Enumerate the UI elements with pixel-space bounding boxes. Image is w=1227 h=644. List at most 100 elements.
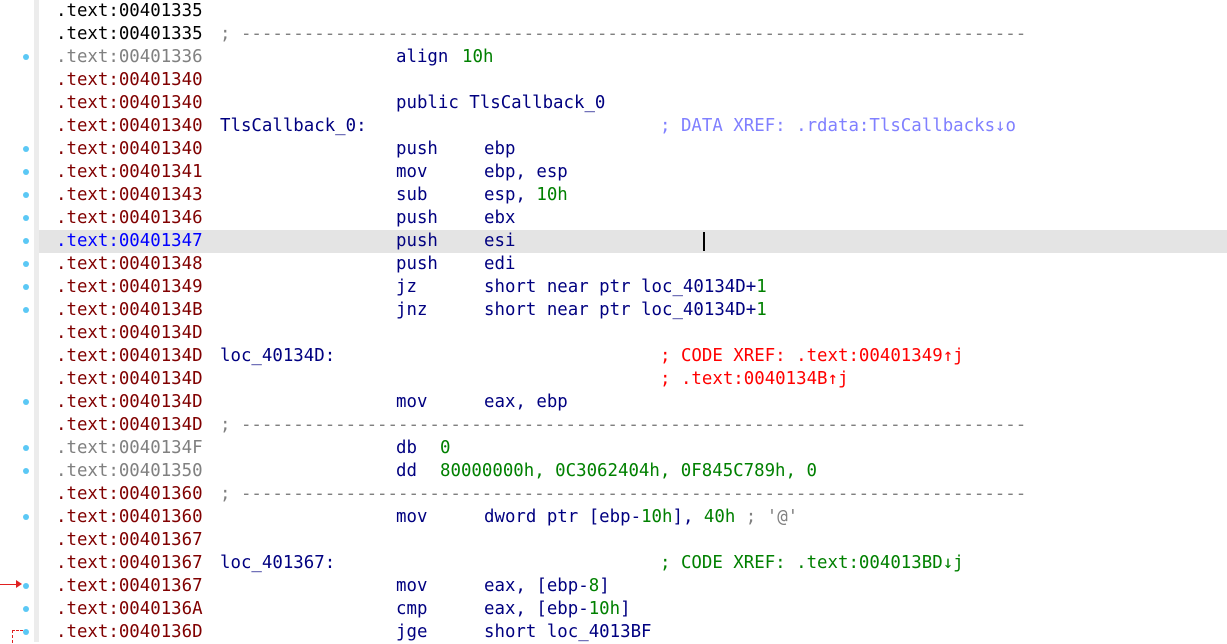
listing-row[interactable]: .text:0040134B jnz short near ptr loc_4013… bbox=[39, 299, 1227, 322]
address[interactable]: .text:00401347 bbox=[56, 231, 203, 251]
mnemonic[interactable]: jge bbox=[396, 622, 428, 642]
mnemonic[interactable]: db bbox=[396, 438, 417, 458]
listing-row[interactable]: .text:0040134D loc_40134D: ; CODE XREF: .t… bbox=[39, 345, 1227, 368]
code-label[interactable]: TlsCallback_0: bbox=[220, 116, 367, 136]
address[interactable]: .text:0040134D bbox=[56, 392, 203, 412]
mnemonic[interactable]: mov bbox=[396, 576, 428, 596]
operands[interactable]: 80000000h, 0C3062404h, 0F845C789h, 0 bbox=[440, 460, 817, 483]
operands[interactable]: ebp, esp bbox=[484, 161, 568, 184]
xref-comment[interactable]: ; CODE XREF: .text:004013BD↓j bbox=[660, 553, 964, 573]
listing-row[interactable]: .text:0040134D; ------------------------… bbox=[39, 414, 1227, 437]
mnemonic[interactable]: cmp bbox=[396, 599, 428, 619]
address[interactable]: .text:00401340 bbox=[56, 70, 203, 90]
breakpoint-dot-icon[interactable] bbox=[23, 215, 29, 221]
mnemonic[interactable]: push bbox=[396, 139, 438, 159]
address[interactable]: .text:00401340 bbox=[56, 139, 203, 159]
breakpoint-dot-icon[interactable] bbox=[23, 284, 29, 290]
mnemonic[interactable]: jz bbox=[396, 277, 417, 297]
mnemonic[interactable]: align bbox=[396, 47, 449, 67]
breakpoint-dot-icon[interactable] bbox=[23, 629, 29, 635]
address[interactable]: .text:00401348 bbox=[56, 254, 203, 274]
operands[interactable]: edi bbox=[484, 253, 515, 276]
listing-row[interactable]: .text:00401335 bbox=[39, 0, 1227, 23]
address[interactable]: .text:00401341 bbox=[56, 162, 203, 182]
breakpoint-dot-icon[interactable] bbox=[23, 146, 29, 152]
disassembly-listing[interactable]: .text:00401335.text:00401335; ----------… bbox=[39, 0, 1227, 644]
listing-row[interactable]: .text:00401340 bbox=[39, 69, 1227, 92]
address[interactable]: .text:00401350 bbox=[56, 461, 203, 481]
address[interactable]: .text:0040134B bbox=[56, 300, 203, 320]
breakpoint-dot-icon[interactable] bbox=[23, 307, 29, 313]
address[interactable]: .text:00401343 bbox=[56, 185, 203, 205]
xref-comment[interactable]: ; .text:0040134B↑j bbox=[660, 369, 849, 389]
address[interactable]: .text:00401335 bbox=[56, 24, 203, 44]
operands[interactable]: ebp bbox=[484, 138, 515, 161]
address[interactable]: .text:0040134D bbox=[56, 369, 203, 389]
listing-row[interactable]: .text:00401367 bbox=[39, 529, 1227, 552]
operands[interactable]: short near ptr loc_40134D+1 bbox=[484, 276, 767, 299]
breakpoint-dot-icon[interactable] bbox=[23, 238, 29, 244]
listing-row[interactable]: .text:00401341 mov ebp, esp bbox=[39, 161, 1227, 184]
breakpoint-dot-icon[interactable] bbox=[23, 54, 29, 60]
code-label[interactable]: loc_40134D: bbox=[220, 346, 336, 366]
address[interactable]: .text:00401360 bbox=[56, 484, 203, 504]
breakpoint-dot-icon[interactable] bbox=[23, 445, 29, 451]
breakpoint-dot-icon[interactable] bbox=[23, 468, 29, 474]
operands[interactable]: short near ptr loc_40134D+1 bbox=[484, 299, 767, 322]
xref-comment[interactable]: ; DATA XREF: .rdata:TlsCallbacks↓o bbox=[660, 116, 1016, 136]
breakpoint-dot-icon[interactable] bbox=[23, 583, 29, 589]
mnemonic[interactable]: push bbox=[396, 208, 438, 228]
listing-row[interactable]: .text:00401360; ------------------------… bbox=[39, 483, 1227, 506]
address[interactable]: .text:00401367 bbox=[56, 530, 203, 550]
breakpoint-dot-icon[interactable] bbox=[23, 399, 29, 405]
mnemonic[interactable]: sub bbox=[396, 185, 428, 205]
listing-row[interactable]: .text:00401343 sub esp, 10h bbox=[39, 184, 1227, 207]
breakpoint-dot-icon[interactable] bbox=[23, 169, 29, 175]
operands[interactable]: short loc_4013BF bbox=[484, 621, 652, 644]
mnemonic[interactable]: mov bbox=[396, 162, 428, 182]
mnemonic[interactable]: mov bbox=[396, 507, 428, 527]
mnemonic[interactable]: jnz bbox=[396, 300, 428, 320]
address[interactable]: .text:0040134D bbox=[56, 415, 203, 435]
listing-row[interactable]: .text:0040134D ; .text:0040134B↑j bbox=[39, 368, 1227, 391]
listing-row[interactable]: .text:00401336 align 10h bbox=[39, 46, 1227, 69]
operands[interactable]: eax, [ebp-8] bbox=[484, 575, 610, 598]
mnemonic[interactable]: public TlsCallback_0 bbox=[396, 93, 606, 113]
listing-row[interactable]: .text:00401349 jz short near ptr loc_40134… bbox=[39, 276, 1227, 299]
address[interactable]: .text:00401340 bbox=[56, 93, 203, 113]
operands[interactable]: eax, ebp bbox=[484, 391, 568, 414]
xref-comment[interactable]: ; CODE XREF: .text:00401349↑j bbox=[660, 346, 964, 366]
operands[interactable]: esp, 10h bbox=[484, 184, 568, 207]
address[interactable]: .text:00401340 bbox=[56, 116, 203, 136]
mnemonic[interactable]: dd bbox=[396, 461, 417, 481]
breakpoint-dot-icon[interactable] bbox=[23, 514, 29, 520]
address[interactable]: .text:00401336 bbox=[56, 47, 203, 67]
address[interactable]: .text:00401346 bbox=[56, 208, 203, 228]
listing-row[interactable]: .text:00401367 mov eax, [ebp-8] bbox=[39, 575, 1227, 598]
breakpoint-dot-icon[interactable] bbox=[23, 606, 29, 612]
listing-row[interactable]: .text:00401340 push ebp bbox=[39, 138, 1227, 161]
listing-row[interactable]: .text:00401348 push edi bbox=[39, 253, 1227, 276]
operands[interactable]: 0 bbox=[440, 437, 450, 460]
listing-row[interactable]: .text:0040134D bbox=[39, 322, 1227, 345]
address[interactable]: .text:0040134D bbox=[56, 346, 203, 366]
operands[interactable]: 10h bbox=[462, 46, 493, 69]
address[interactable]: .text:0040134F bbox=[56, 438, 203, 458]
address[interactable]: .text:00401360 bbox=[56, 507, 203, 527]
breakpoint-dot-icon[interactable] bbox=[23, 261, 29, 267]
listing-row[interactable]: .text:0040134F db 0 bbox=[39, 437, 1227, 460]
listing-row[interactable]: .text:00401350 dd 80000000h, 0C3062404h, 0… bbox=[39, 460, 1227, 483]
mnemonic[interactable]: push bbox=[396, 231, 438, 251]
mnemonic[interactable]: push bbox=[396, 254, 438, 274]
operands[interactable]: ebx bbox=[484, 207, 515, 230]
listing-row[interactable]: .text:00401346 push ebx bbox=[39, 207, 1227, 230]
listing-row[interactable]: .text:00401335; ------------------------… bbox=[39, 23, 1227, 46]
code-label[interactable]: loc_401367: bbox=[220, 553, 336, 573]
address[interactable]: .text:00401367 bbox=[56, 576, 203, 596]
address[interactable]: .text:00401349 bbox=[56, 277, 203, 297]
address[interactable]: .text:00401335 bbox=[56, 1, 203, 21]
